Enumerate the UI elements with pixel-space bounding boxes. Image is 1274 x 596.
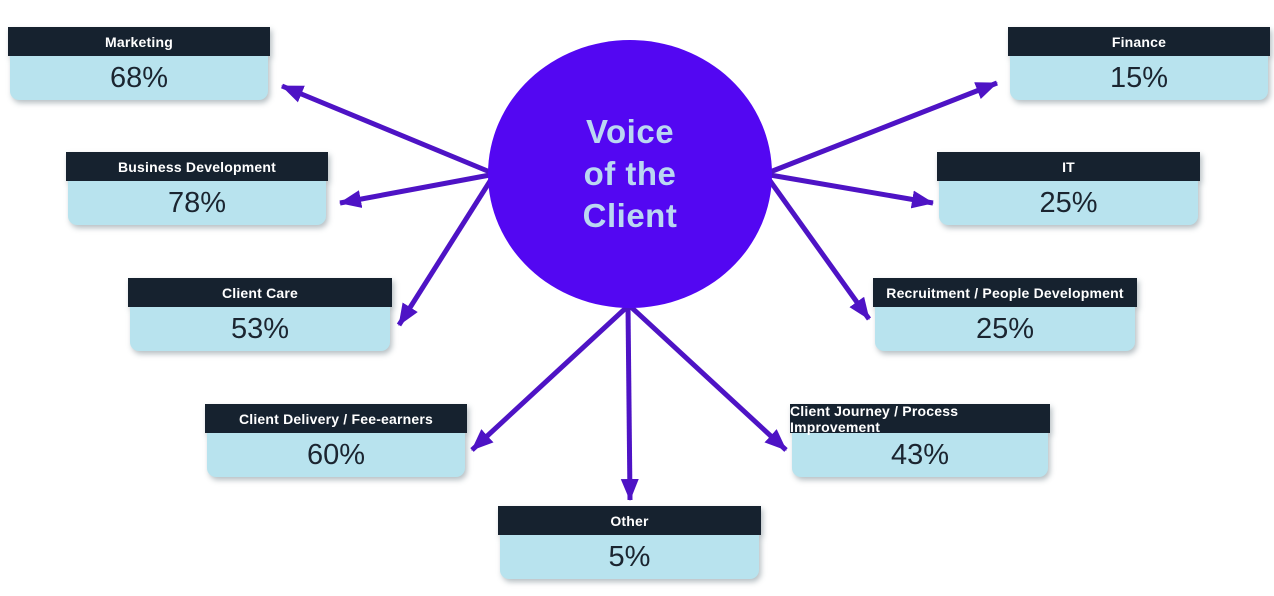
node-client-delivery-fee-earners-value: 60% bbox=[207, 433, 465, 477]
node-it-label: IT bbox=[937, 152, 1200, 181]
node-recruitment-people-development-value: 25% bbox=[875, 307, 1135, 351]
arrow-to-other bbox=[620, 305, 639, 501]
node-client-journey-process-improvement: Client Journey / Process Improvement 43% bbox=[790, 403, 1050, 477]
node-finance-label: Finance bbox=[1008, 27, 1270, 56]
node-it: IT 25% bbox=[937, 152, 1200, 225]
center-title-line-1: Voice bbox=[585, 113, 675, 150]
node-recruitment-people-development-label: Recruitment / People Development bbox=[873, 278, 1137, 307]
center-node-voice-of-the-client: Voice of the Client bbox=[488, 40, 772, 308]
node-finance-value: 15% bbox=[1010, 56, 1268, 100]
center-title-line-3: Client bbox=[582, 197, 678, 234]
node-other-value: 5% bbox=[500, 535, 759, 579]
arrow-to-it bbox=[769, 172, 934, 209]
node-marketing-value: 68% bbox=[10, 56, 268, 100]
node-business-development-label: Business Development bbox=[66, 152, 328, 181]
node-marketing-label: Marketing bbox=[8, 27, 270, 56]
node-client-delivery-fee-earners-label: Client Delivery / Fee-earners bbox=[205, 404, 467, 433]
node-client-care-value: 53% bbox=[130, 307, 390, 351]
arrow-to-client-care bbox=[396, 176, 495, 327]
node-finance: Finance 15% bbox=[1008, 27, 1270, 100]
node-recruitment-people-development: Recruitment / People Development 25% bbox=[873, 278, 1137, 351]
node-client-care-label: Client Care bbox=[128, 278, 392, 307]
node-other-label: Other bbox=[498, 506, 761, 535]
arrow-to-business-development bbox=[339, 172, 491, 208]
arrow-to-recruitment bbox=[765, 176, 872, 321]
arrow-to-client-delivery bbox=[470, 304, 630, 452]
node-it-value: 25% bbox=[939, 181, 1198, 225]
node-client-care: Client Care 53% bbox=[128, 278, 392, 351]
node-client-delivery-fee-earners: Client Delivery / Fee-earners 60% bbox=[205, 404, 467, 477]
node-business-development: Business Development 78% bbox=[66, 152, 328, 225]
node-business-development-value: 78% bbox=[68, 181, 326, 225]
node-marketing: Marketing 68% bbox=[8, 27, 270, 100]
node-other: Other 5% bbox=[498, 506, 761, 579]
node-client-journey-process-improvement-value: 43% bbox=[792, 433, 1048, 477]
arrow-to-client-journey bbox=[628, 304, 788, 452]
node-client-journey-process-improvement-label: Client Journey / Process Improvement bbox=[790, 403, 1050, 435]
center-title-line-2: of the bbox=[583, 155, 677, 192]
